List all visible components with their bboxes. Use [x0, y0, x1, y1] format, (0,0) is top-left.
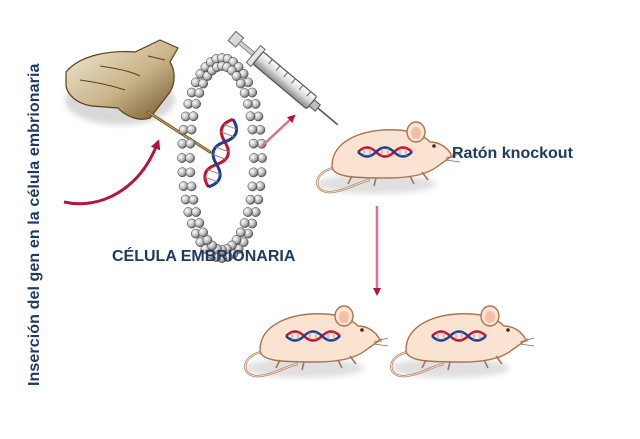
gloved-hand-icon: [65, 39, 179, 125]
dna-helix-icon: [203, 117, 239, 189]
mouse-icon: [316, 121, 461, 194]
vertical-caption: Inserción del gen en la célula embrionar…: [26, 63, 43, 386]
knockout-mouse-label: Ratón knockout: [452, 145, 573, 162]
mouse-icon: [244, 305, 389, 378]
pipette-icon: [146, 110, 212, 154]
cell-label: CÉLULA EMBRIONARIA: [112, 248, 296, 265]
mouse-icon: [390, 305, 535, 378]
cell-membrane-icon: [177, 53, 267, 263]
syringe-icon: [227, 30, 339, 126]
transfer-arrow: [261, 114, 296, 147]
curved-arrow: [63, 139, 161, 206]
